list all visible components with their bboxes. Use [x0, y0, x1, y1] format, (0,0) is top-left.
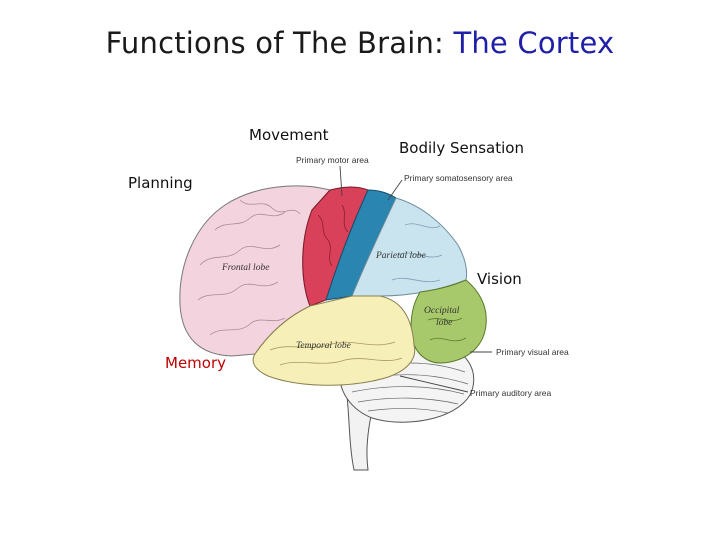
- primary-somatosensory-area-label: Primary somatosensory area: [404, 173, 513, 183]
- primary-motor-area-label: Primary motor area: [296, 155, 369, 165]
- frontal-lobe-label: Frontal lobe: [221, 263, 269, 273]
- occipital-lobe-label-2: lobe: [436, 318, 452, 328]
- movement-label: Movement: [249, 126, 329, 144]
- vision-label: Vision: [477, 270, 522, 288]
- motor-leader: [339, 165, 343, 197]
- auditory-leader: [399, 375, 469, 393]
- memory-label: Memory: [165, 354, 227, 372]
- motor-gyri: [317, 204, 349, 267]
- occipital-lobe-label-1: Occipital: [424, 306, 460, 316]
- gyri-texture: [197, 199, 301, 336]
- temporal-gyri: [269, 341, 403, 366]
- occipital-gyri: [427, 317, 467, 342]
- parietal-lobe-label: Parietal lobe: [375, 251, 426, 261]
- somatosensory-leader: [387, 179, 403, 201]
- bodily-sensation-label: Bodily Sensation: [399, 139, 524, 157]
- leader-lines: [339, 165, 492, 393]
- title-prefix: Functions of The Brain:: [105, 26, 454, 60]
- title-accent: The Cortex: [453, 26, 615, 60]
- temporal-lobe-label: Temporal lobe: [296, 341, 351, 351]
- parietal-gyri: [391, 223, 443, 283]
- primary-auditory-area-label: Primary auditory area: [470, 388, 552, 398]
- occipital-lobe: [410, 279, 487, 364]
- primary-visual-area-label: Primary visual area: [496, 347, 569, 357]
- page-title: Functions of The Brain: The Cortex: [0, 26, 720, 60]
- planning-label: Planning: [128, 174, 193, 192]
